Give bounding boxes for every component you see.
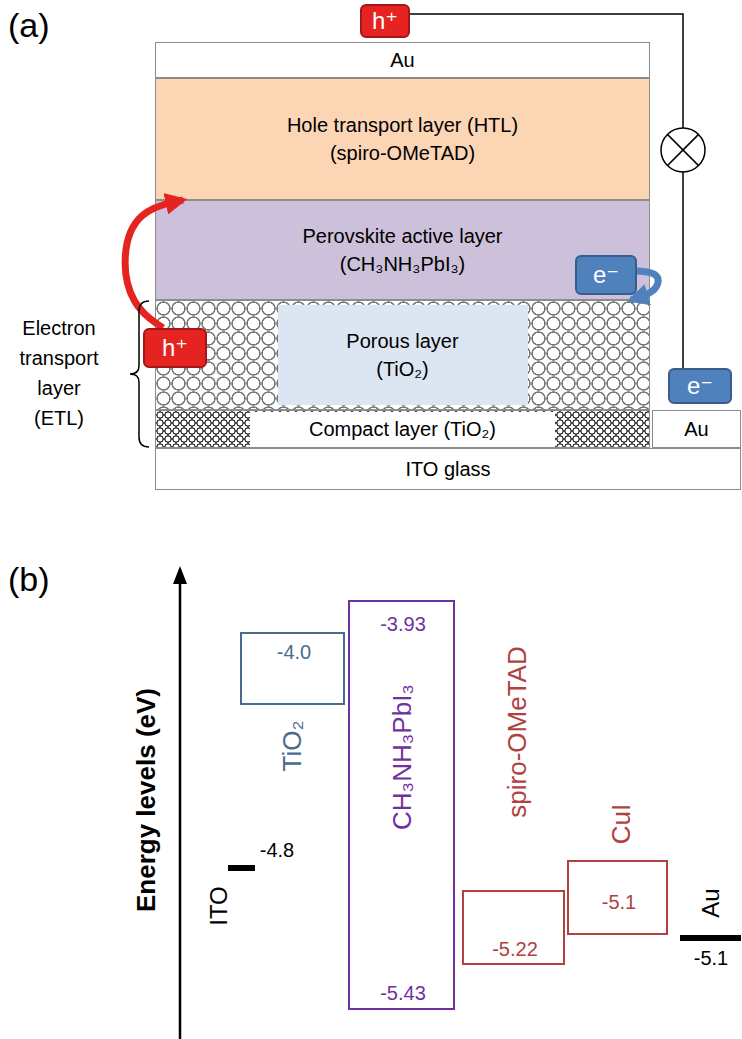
ito-level-bar — [228, 865, 255, 871]
material-label: Au — [697, 888, 725, 917]
charge-label: h⁺ — [372, 7, 398, 35]
energy-value: -5.43 — [380, 982, 426, 1005]
layer-label: Hole transport layer (HTL) (spiro-OMeTAD… — [267, 111, 539, 167]
lamp-symbol — [661, 128, 705, 172]
energy-band-box: -3.93 -5.43 CH₃NH₃PbI₃ — [348, 600, 455, 1010]
compact-layer: Compact layer (TiO₂) — [155, 410, 650, 448]
energy-value: -3.93 — [380, 613, 426, 636]
layer-group-label: Electron transport layer (ETL) — [10, 313, 108, 433]
charge-label: h⁺ — [162, 334, 188, 362]
hole-badge: h⁺ — [143, 328, 207, 368]
material-label: ITO — [205, 886, 233, 926]
energy-band-box: -4.0TiO₂ — [240, 632, 345, 705]
energy-value: -5.1 — [602, 891, 636, 914]
porous-layer: Porous layer (TiO₂) — [155, 300, 650, 410]
energy-band-box: -5.1CuI — [567, 860, 668, 935]
panel-letter: (b) — [8, 560, 50, 599]
electron-badge: e⁻ — [668, 368, 732, 404]
energy-value: -4.8 — [260, 839, 294, 862]
layer-label: Au — [390, 46, 414, 74]
energy-axis — [173, 566, 187, 1039]
panel-letter: (a) — [8, 6, 50, 45]
layer-label: ITO glass — [405, 455, 490, 483]
material-label: TiO₂ — [277, 720, 308, 771]
energy-value: -5.22 — [492, 938, 538, 961]
electrode-contact: Au — [652, 410, 741, 448]
electron-badge: e⁻ — [575, 255, 637, 295]
material-label: spiro-OMeTAD — [502, 646, 533, 817]
center-panel: Porous layer (TiO₂) — [278, 305, 528, 405]
charge-label: e⁻ — [687, 372, 713, 400]
layer-label: Au — [684, 415, 708, 443]
energy-value: -5.1 — [694, 947, 728, 970]
charge-label: e⁻ — [593, 261, 619, 289]
center-panel: Compact layer (TiO₂) — [250, 412, 555, 447]
energy-band-box: -5.22spiro-OMeTAD — [462, 890, 565, 965]
au-level-bar — [680, 935, 741, 941]
etl-bracket — [130, 301, 149, 447]
axis-title: Energy levels (eV) — [131, 688, 162, 912]
hole-transport-layer: Hole transport layer (HTL) (spiro-OMeTAD… — [155, 78, 650, 200]
energy-value: -4.0 — [277, 641, 311, 664]
perovskite-layer: Perovskite active layer (CH₃NH₃PbI₃) e⁻ — [155, 200, 650, 300]
material-label: CH₃NH₃PbI₃ — [387, 684, 418, 830]
hole-badge: h⁺ — [360, 4, 410, 38]
electrode-layer: Au — [155, 42, 650, 78]
layer-label: Perovskite active layer (CH₃NH₃PbI₃) — [285, 222, 521, 278]
layer-label: Porous layer (TiO₂) — [323, 327, 483, 383]
layer-label: Compact layer (TiO₂) — [309, 415, 496, 443]
material-label: CuI — [606, 804, 637, 844]
substrate-layer: ITO glass — [155, 448, 741, 490]
